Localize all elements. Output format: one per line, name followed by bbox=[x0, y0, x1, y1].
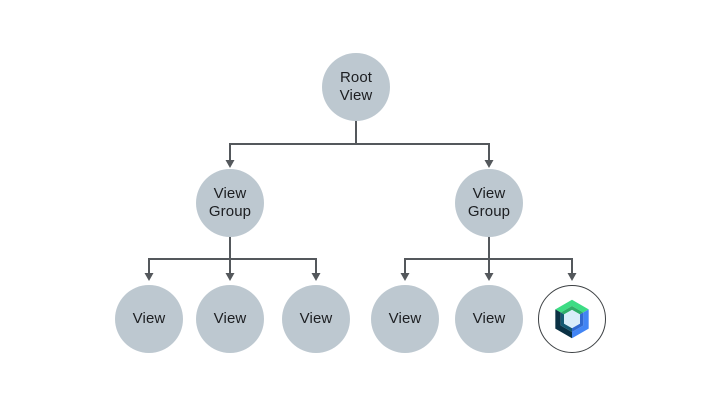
node-label: View bbox=[472, 310, 506, 327]
connector-right-elbow bbox=[404, 258, 573, 274]
compose-logo-center-hex bbox=[564, 309, 580, 329]
node-label: View bbox=[388, 310, 422, 327]
connector-group bbox=[148, 118, 573, 274]
arrowhead-view-2 bbox=[225, 273, 235, 281]
arrowhead-view-3 bbox=[311, 273, 321, 281]
arrowhead-view-5 bbox=[484, 273, 494, 281]
connector-left-elbow bbox=[148, 258, 317, 274]
node-view-3: View bbox=[282, 285, 350, 353]
compose-logo-right-bevel bbox=[572, 312, 584, 333]
arrowhead-compose-node bbox=[567, 273, 577, 281]
arrowhead-group bbox=[144, 160, 577, 281]
node-view-2: View bbox=[196, 285, 264, 353]
compose-logo-roof bbox=[555, 299, 589, 313]
compose-logo-left-face bbox=[555, 309, 572, 339]
node-compose bbox=[538, 285, 606, 353]
compose-logo-roof-bevel bbox=[560, 305, 584, 315]
connector-level1-elbow bbox=[229, 143, 490, 161]
node-view-group-right: View Group bbox=[455, 169, 523, 237]
jetpack-compose-icon bbox=[555, 299, 589, 339]
node-label: View bbox=[132, 310, 166, 327]
node-view-group-left: View Group bbox=[196, 169, 264, 237]
node-label: View Group bbox=[208, 185, 252, 220]
arrowhead-left-group bbox=[225, 160, 235, 168]
compose-logo-right-face bbox=[572, 309, 589, 339]
arrowhead-view-4 bbox=[400, 273, 410, 281]
node-label: View bbox=[213, 310, 247, 327]
node-label: View Group bbox=[467, 185, 511, 220]
arrowhead-right-group bbox=[484, 160, 494, 168]
node-label: Root View bbox=[339, 69, 373, 104]
node-view-4: View bbox=[371, 285, 439, 353]
node-label: View bbox=[299, 310, 333, 327]
compose-logo-left-bevel bbox=[560, 312, 572, 333]
node-root-view: Root View bbox=[322, 53, 390, 121]
arrowhead-view-1 bbox=[144, 273, 154, 281]
node-view-1: View bbox=[115, 285, 183, 353]
node-view-5: View bbox=[455, 285, 523, 353]
